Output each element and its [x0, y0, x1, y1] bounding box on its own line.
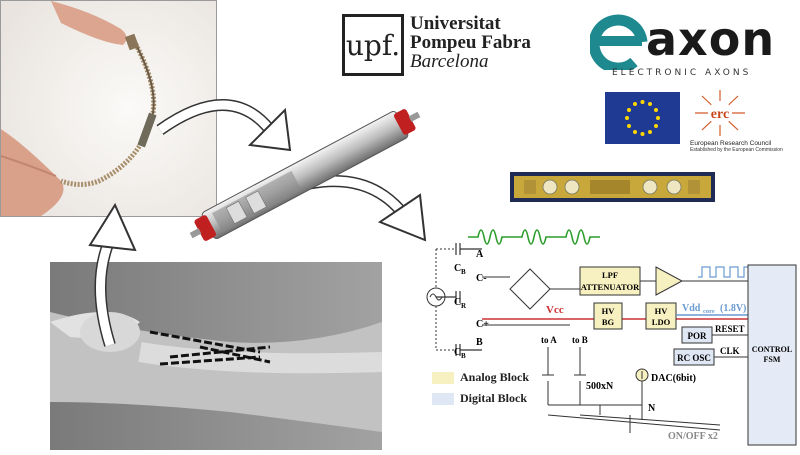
hvbg-label-2: BG: [602, 317, 615, 327]
clock-waveform: [698, 266, 753, 278]
upf-line-1: Universitat: [410, 13, 501, 34]
label-cr-sub: R: [461, 302, 467, 310]
circuit-schematic: C B C R C B A C- C+ B Vcc LPF ATTENUATOR…: [426, 229, 797, 446]
device-photo: [0, 0, 217, 217]
chip-die-image: [510, 172, 715, 202]
label-vcc: Vcc: [546, 304, 564, 316]
eaxon-wordmark: axon: [646, 12, 776, 66]
rcosc-label: RC OSC: [677, 353, 711, 363]
label-dac: DAC(6bit): [651, 373, 696, 384]
control-label-2: FSM: [764, 355, 781, 364]
upf-mark-text: upf.: [345, 28, 401, 62]
label-cb-bot: C: [454, 347, 461, 358]
label-to-a: to A: [541, 335, 557, 345]
label-node-c-minus: C-: [476, 273, 487, 284]
erc-subline: Established by the European Commission: [690, 147, 783, 153]
device-render: [189, 109, 421, 241]
label-vdd-sub: core: [703, 308, 715, 315]
label-node-b: B: [476, 337, 483, 348]
device-photo-art: [0, 1, 216, 216]
label-cb-top-sub: B: [461, 268, 466, 276]
lpf-label-1: LPF: [602, 270, 618, 280]
legend-label-analog: Analog Block: [460, 370, 530, 384]
label-vdd-val: (1.8V): [720, 303, 746, 314]
legend-swatch-analog: [432, 371, 454, 384]
eu-flag-icon: [605, 92, 680, 144]
label-cr: C: [454, 297, 461, 308]
label-onoff: ON/OFF x2: [668, 431, 718, 442]
legend-item-digital: Digital Block: [432, 391, 529, 406]
hv-ldo-block: [645, 302, 677, 330]
upf-line-3: Barcelona: [410, 51, 489, 72]
comparator-icon: [655, 266, 684, 296]
label-vdd: Vdd: [682, 303, 701, 314]
label-cb-top: C: [454, 263, 461, 274]
upf-line-2: Pompeu Fabra: [410, 32, 531, 53]
eaxon-e-icon: [590, 14, 648, 70]
legend: Analog Block Digital Block: [432, 370, 529, 406]
upf-logo-text: Universitat Pompeu Fabra Barcelona: [410, 14, 531, 71]
label-n: N: [648, 403, 656, 414]
hvbg-label-1: HV: [602, 306, 616, 316]
label-clk: CLK: [720, 346, 740, 356]
erc-text: European Research Council Established by…: [690, 140, 795, 154]
legend-swatch-digital: [432, 392, 454, 405]
hvldo-label-1: HV: [655, 306, 669, 316]
signal-waveform: [468, 229, 600, 245]
erc-name: European Research Council: [690, 140, 772, 147]
output-switches: [542, 347, 721, 433]
label-to-b: to B: [572, 335, 588, 345]
erc-logo-icon: erc: [695, 90, 745, 136]
rectifier-bridge: [482, 268, 580, 326]
label-node-a: A: [476, 249, 484, 260]
erc-letters: erc: [711, 107, 729, 122]
label-multiplier: 500xN: [586, 381, 614, 392]
control-fsm-block: [747, 264, 797, 446]
lpf-attenuator-block: [579, 266, 641, 296]
label-reset: RESET: [715, 324, 745, 334]
label-cb-bot-sub: B: [461, 352, 466, 360]
upf-logo-mark: upf.: [342, 14, 404, 76]
legend-item-analog: Analog Block: [432, 370, 529, 385]
control-label-1: CONTROL: [752, 345, 792, 354]
hvldo-label-2: LDO: [652, 317, 671, 327]
por-label: POR: [688, 331, 707, 341]
implant-devices: [149, 330, 271, 366]
eaxon-subtitle: ELECTRONIC AXONS: [612, 68, 752, 78]
hv-bg-block: [593, 302, 623, 330]
lpf-label-2: ATTENUATOR: [581, 282, 640, 292]
legend-label-digital: Digital Block: [460, 391, 528, 405]
